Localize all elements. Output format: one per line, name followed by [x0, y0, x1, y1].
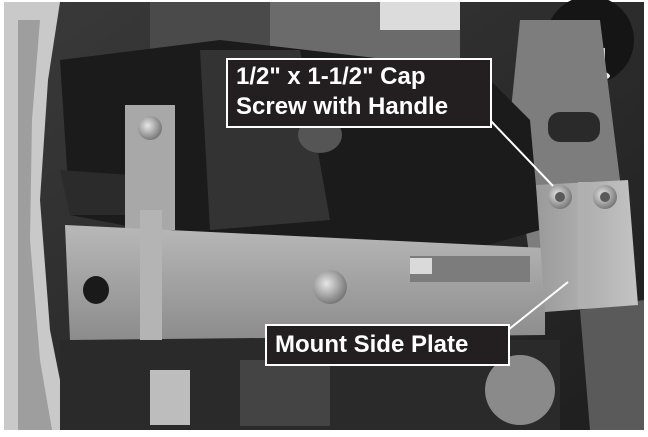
- cap-screw-callout-line-2: Screw with Handle: [236, 93, 449, 120]
- side-plate-callout: Mount Side Plate: [265, 324, 510, 366]
- side-plate-callout-label: Mount Side Plate: [275, 331, 469, 358]
- cap-screw-callout-line-1: 1/2" x 1-1/2" Cap: [236, 63, 426, 90]
- cap-screw-callout: 1/2" x 1-1/2" Cap Screw with Handle: [226, 58, 492, 128]
